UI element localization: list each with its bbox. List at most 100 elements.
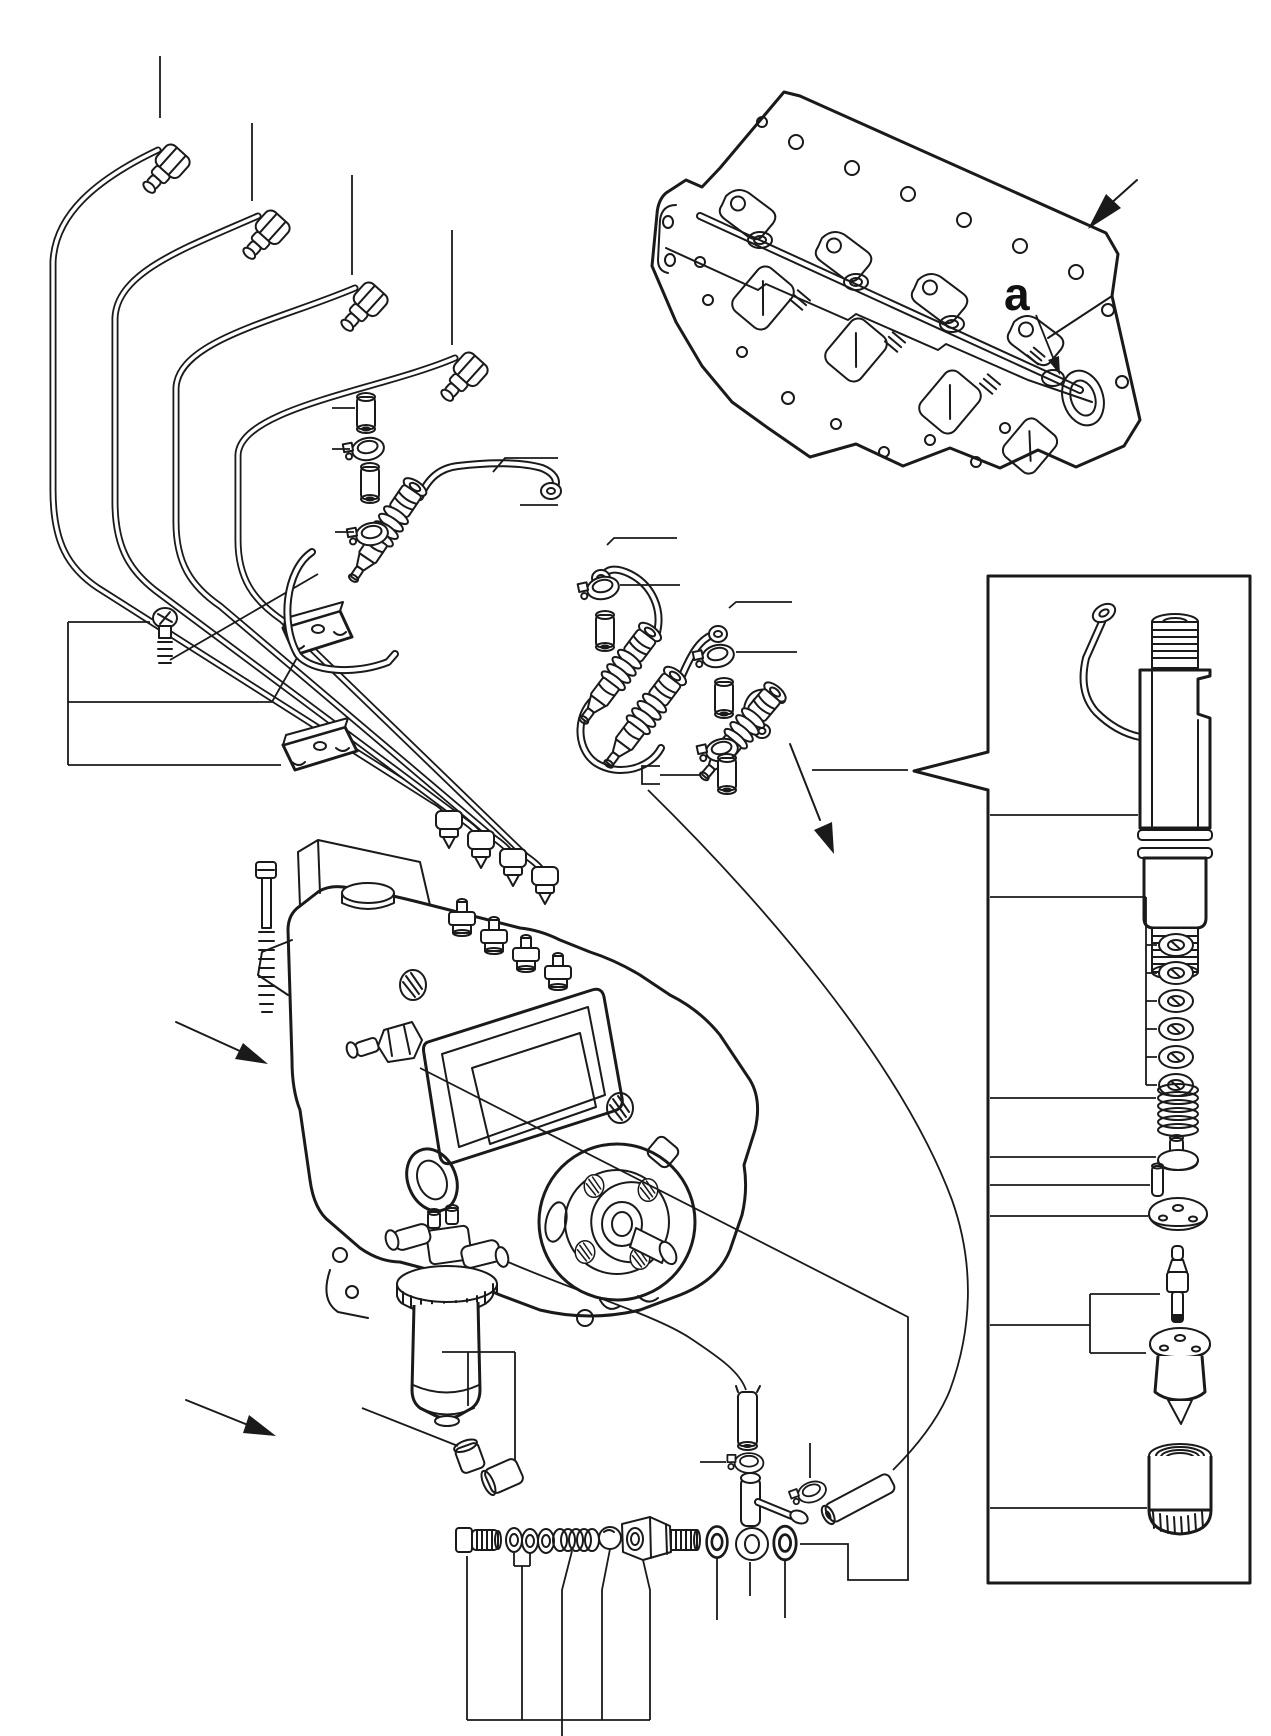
pump-body-outline <box>286 885 760 1318</box>
injectors-row <box>283 392 908 854</box>
bracket-bushings <box>442 1351 516 1470</box>
leader-leak-1 <box>492 457 558 473</box>
filter-bowl <box>410 1301 482 1427</box>
leader-filter-line <box>361 1407 459 1447</box>
leak-off-pipe-u1 <box>283 548 399 674</box>
sleeve-1 <box>360 462 380 504</box>
union-nut-3 <box>499 848 527 887</box>
leader-washers <box>513 1553 531 1720</box>
intake-ports <box>731 265 1059 475</box>
joint-bolt <box>621 1516 701 1561</box>
filter-head <box>384 1204 510 1269</box>
clamp-block-lower <box>281 717 359 772</box>
hose-clamp-1 <box>726 1452 765 1474</box>
hose-piece-1 <box>735 1385 761 1451</box>
delivery-holder-3 <box>512 934 540 973</box>
pipe-clamp-blocks <box>67 573 359 772</box>
hose-piece-2 <box>820 1473 896 1526</box>
end-face-port <box>1061 369 1105 427</box>
leader-elbow-to-pump <box>419 1067 909 1581</box>
pipe-fitting-2 <box>234 206 294 268</box>
inspection-window <box>422 987 624 1166</box>
arrow-to-cylinder-head-icon <box>1088 179 1138 229</box>
arrow-view-a-icon <box>1035 314 1060 375</box>
pipe-3 <box>172 284 515 858</box>
spacer-1 <box>356 392 376 434</box>
cylinder-head-drawing: a <box>650 90 1142 475</box>
drive-flange <box>537 1135 697 1327</box>
banjo-elbow <box>735 1472 809 1561</box>
pipe-4 <box>234 354 547 876</box>
return-hose <box>647 789 969 1471</box>
leader-leak-3 <box>728 601 792 609</box>
bottom-parts-row <box>455 1516 701 1736</box>
leaders-banjo-parts <box>716 1558 786 1620</box>
stud-bolt <box>255 861 277 1013</box>
detail-needle-valve <box>1166 1245 1189 1323</box>
arrow-to-fuel-filter-icon <box>185 1399 276 1436</box>
arrow-to-injection-pump-icon <box>175 1021 268 1064</box>
spacer-2 <box>595 610 615 652</box>
washer-a <box>505 1527 523 1553</box>
injector-4 <box>690 677 791 789</box>
spacer-3 <box>714 677 734 719</box>
union-nut-1 <box>435 810 463 849</box>
filter-ring-nut <box>396 1265 498 1315</box>
spacer-4 <box>717 753 737 795</box>
detail-distance-plate <box>1148 1197 1208 1231</box>
pump-screw-1 <box>399 969 427 1001</box>
rocker-shaft <box>696 212 1084 394</box>
washer-c <box>537 1528 555 1554</box>
detail-spring-seat <box>1157 1134 1199 1171</box>
callout-panel <box>912 574 1252 1585</box>
injector-bore <box>1026 346 1065 387</box>
fuel-lines <box>361 789 969 1620</box>
pipe-2 <box>111 212 484 840</box>
bolt-holes <box>694 116 1129 468</box>
union-nut-2 <box>467 830 495 869</box>
detail-leak-off-connector <box>1079 602 1144 741</box>
bracket-injector-4 <box>641 765 700 785</box>
hose-clamp-2 <box>787 1476 830 1510</box>
leader-spring <box>561 1550 573 1736</box>
bushing-2 <box>480 1458 524 1496</box>
view-marker-a: a <box>1004 268 1030 320</box>
clamp-2 <box>576 572 622 605</box>
pump-side-plug <box>345 1021 423 1063</box>
delivery-holder-4 <box>544 952 572 991</box>
pipe-fitting-4 <box>432 348 492 410</box>
leader-detail-nozzle-set <box>990 1293 1160 1354</box>
union-nut-4 <box>531 866 559 905</box>
detail-spring <box>1157 1083 1199 1137</box>
delivery-holder-1 <box>448 898 476 937</box>
pump-front-boss <box>405 1147 459 1213</box>
feed-hose <box>507 1261 747 1391</box>
leader-detail-shims <box>990 896 1157 1086</box>
pump-top-cap <box>341 882 395 910</box>
leader-joint-bolt <box>642 1559 651 1720</box>
bushing-1 <box>453 1438 486 1474</box>
callout-panel-border <box>986 574 1252 1585</box>
pipe-fitting-3 <box>332 278 392 340</box>
leak-off-pipe-s1 <box>416 459 562 501</box>
clamp-bracket-leaders <box>67 621 299 766</box>
detail-nozzle-holder <box>1137 613 1213 980</box>
rocker-arms <box>718 189 1065 395</box>
threaded-plug <box>455 1527 502 1553</box>
washer-banjo-right <box>772 1524 798 1562</box>
pipe-fitting-1 <box>134 140 194 202</box>
cylinder-head-outline <box>650 90 1142 470</box>
detail-nozzle-tip <box>1149 1327 1211 1425</box>
leader-leak-2 <box>606 537 677 546</box>
fuel-filter <box>185 1204 510 1436</box>
injection-pump <box>175 839 760 1327</box>
detail-knock-pin <box>1151 1162 1164 1197</box>
washer-b <box>521 1528 539 1554</box>
spring <box>552 1528 600 1552</box>
arrow-injector-install-icon <box>789 743 834 854</box>
leader-ball <box>601 1548 611 1720</box>
detail-retaining-nut <box>1147 1443 1213 1536</box>
washer-banjo-left <box>705 1525 729 1559</box>
